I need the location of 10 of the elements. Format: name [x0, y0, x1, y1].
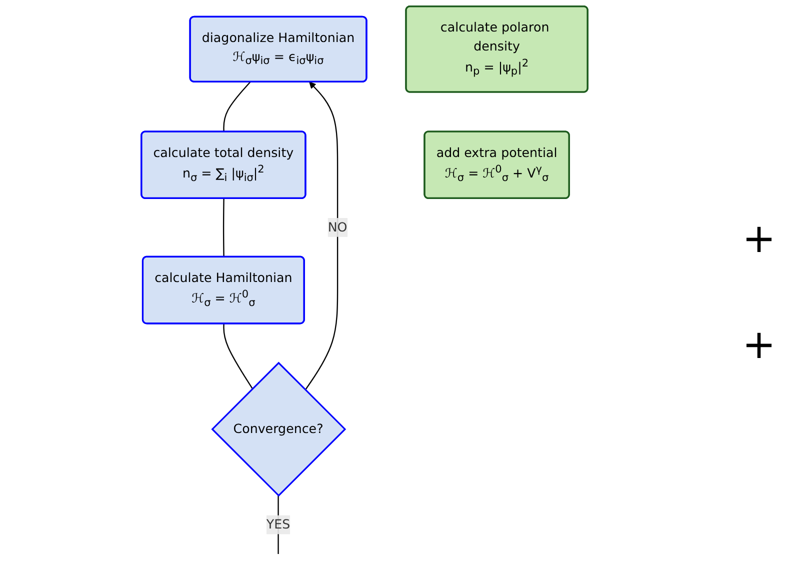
edge-label: YES [266, 516, 290, 532]
node-diamond: Convergence? [211, 362, 346, 497]
connector [222, 198, 224, 258]
edge-label: NO [328, 220, 348, 235]
connector [223, 324, 253, 390]
connector [278, 496, 279, 554]
connector [223, 82, 251, 132]
plus-sign: + [742, 322, 776, 368]
arrow [304, 82, 338, 390]
plus-sign: + [742, 216, 776, 262]
